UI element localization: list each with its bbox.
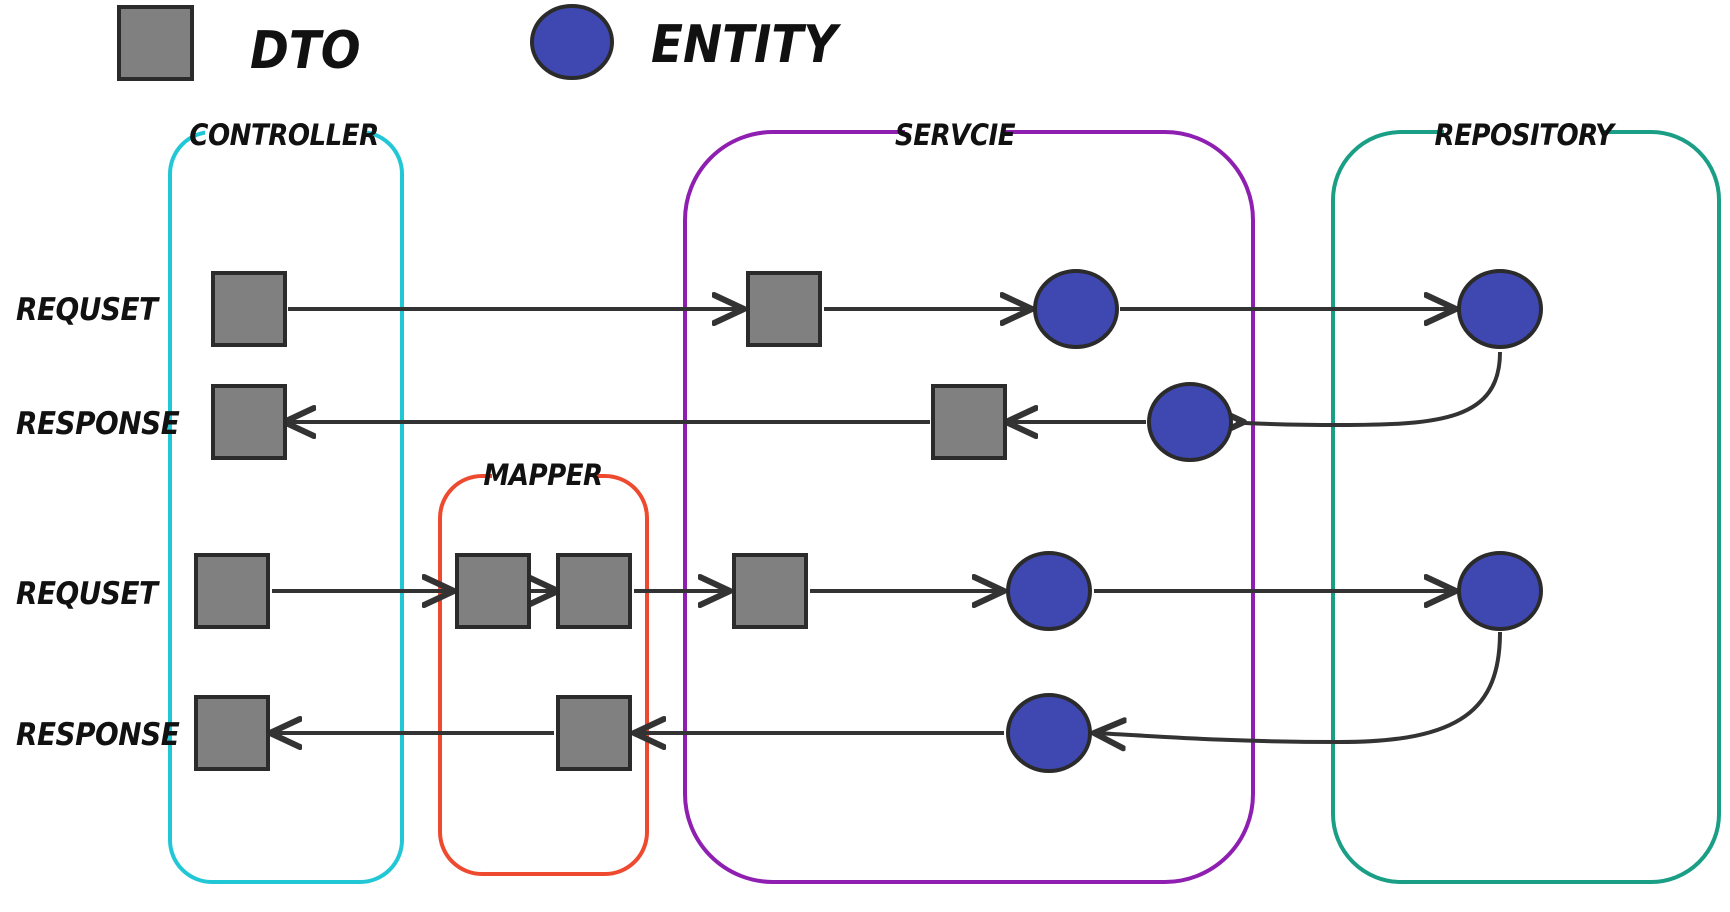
mapper-group: MAPPER (438, 456, 649, 876)
repository-box (1331, 130, 1721, 884)
repository-group: REPOSITORY (1331, 110, 1721, 884)
row-label-response-1: RESPONSE (16, 406, 180, 442)
row-label-request-1: REQUSET (16, 292, 160, 328)
nodes (194, 269, 1543, 773)
mapper-label: MAPPER (483, 458, 602, 492)
dto-node (556, 695, 632, 771)
dto-node (556, 553, 632, 629)
legend-dto-icon (117, 5, 194, 81)
service-label: SERVCIE (895, 118, 1016, 152)
row-label-response-2: RESPONSE (16, 717, 180, 753)
dto-node (931, 384, 1007, 460)
entity-node (1457, 269, 1543, 349)
dto-node (455, 553, 531, 629)
arrow-r4-repository-to-service (1094, 631, 1502, 742)
legend-dto-label: DTO (250, 21, 361, 81)
arrows (270, 309, 1502, 742)
legend-entity-icon (530, 4, 614, 80)
dto-node (211, 384, 287, 460)
row-label-request-2: REQUSET (16, 576, 160, 612)
entity-node (1006, 693, 1092, 773)
dto-node (194, 553, 270, 629)
legend: DTO ENTITY (117, 4, 841, 81)
entity-node (1006, 551, 1092, 631)
mapper-box (438, 474, 649, 876)
entity-node (1147, 382, 1233, 462)
arrow-r2-repository-to-service (1238, 351, 1502, 425)
controller-group: CONTROLLER (168, 110, 404, 884)
controller-label: CONTROLLER (189, 118, 378, 152)
entity-node (1457, 551, 1543, 631)
repository-label: REPOSITORY (1435, 118, 1618, 152)
dto-node (732, 553, 808, 629)
dto-node (746, 271, 822, 347)
dto-node (211, 271, 287, 347)
service-group: SERVCIE (683, 110, 1255, 884)
dto-node (194, 695, 270, 771)
legend-entity-label: ENTITY (651, 15, 841, 75)
service-box (683, 130, 1255, 884)
entity-node (1033, 269, 1119, 349)
